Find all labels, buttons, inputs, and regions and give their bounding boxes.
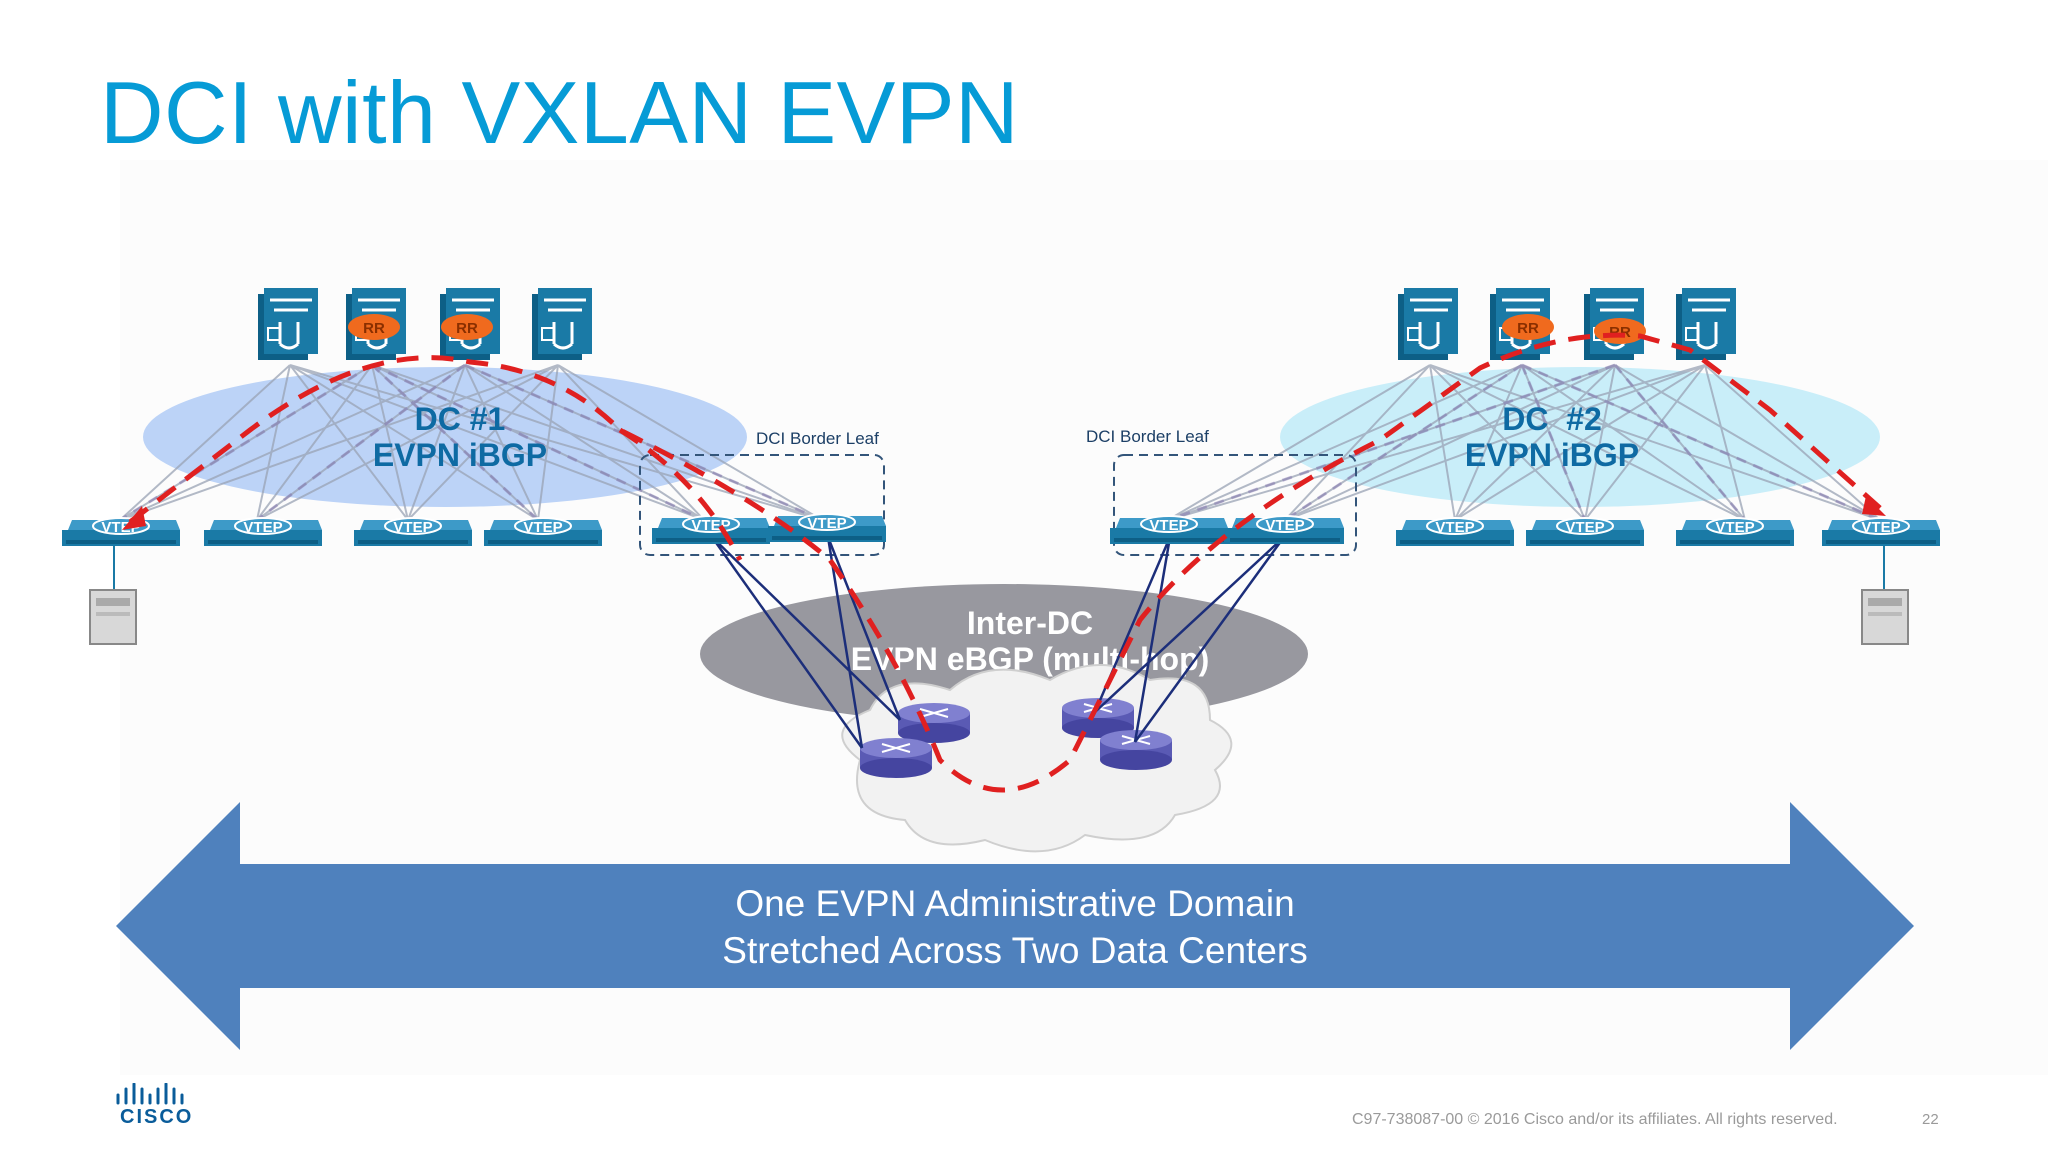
arrow-label-2: Stretched Across Two Data Centers [722, 930, 1307, 971]
svg-text:RR: RR [456, 320, 478, 337]
route-reflector-badge: RR [1594, 318, 1646, 344]
svg-text:VTEP: VTEP [393, 519, 432, 536]
inter-dc-label-1: Inter-DC [967, 605, 1093, 641]
svg-text:RR: RR [1517, 320, 1539, 337]
dc2-name: DC #2 [1502, 401, 1602, 437]
vtep-leaf: VTEP [1109, 515, 1229, 545]
slide-title: DCI with VXLAN EVPN [100, 63, 1020, 162]
svg-text:VTEP: VTEP [1861, 519, 1900, 536]
border-leaf-label-left: DCI Border Leaf [756, 429, 879, 448]
dc1-name: DC #1 [415, 401, 506, 437]
svg-text:VTEP: VTEP [1149, 517, 1188, 534]
route-reflector-badge: RR [441, 314, 493, 340]
path-arrowhead-icon [122, 506, 146, 530]
cisco-logo-icon [116, 1083, 184, 1105]
vtep-leaf: VTEP [651, 515, 771, 545]
svg-text:VTEP: VTEP [523, 519, 562, 536]
svg-text:RR: RR [363, 320, 385, 337]
admin-domain-arrow [116, 802, 1914, 1050]
server-icon [89, 589, 137, 645]
path-arrowhead-icon [1862, 496, 1886, 516]
page-number: 22 [1922, 1111, 1939, 1128]
svg-text:VTEP: VTEP [807, 515, 846, 532]
route-reflector-badge: RR [348, 314, 400, 340]
server-icon [1861, 589, 1909, 645]
border-leaf-box-left [639, 454, 885, 556]
router-icon [897, 702, 971, 744]
arrow-label-1: One EVPN Administrative Domain [735, 883, 1294, 924]
vtep-leaf: VTEP [1225, 515, 1345, 545]
vtep-leaf: VTEP [353, 517, 473, 547]
dc1-cloud [143, 367, 747, 507]
dc2-protocol: EVPN iBGP [1465, 437, 1639, 473]
svg-text:VTEP: VTEP [243, 519, 282, 536]
svg-text:VTEP: VTEP [1265, 517, 1304, 534]
vtep-leaf: VTEP [61, 517, 181, 547]
vtep-leaf: VTEP [203, 517, 323, 547]
vtep-leaf: VTEP [1821, 517, 1941, 547]
spine-switch-icon [1396, 286, 1460, 362]
border-leaf-box-right [1113, 454, 1357, 556]
spine-switch-icon [530, 286, 594, 362]
router-icon [859, 737, 933, 779]
route-reflector-badge: RR [1502, 314, 1554, 340]
dc1-protocol: EVPN iBGP [373, 437, 547, 473]
svg-text:VTEP: VTEP [1565, 519, 1604, 536]
svg-text:VTEP: VTEP [1715, 519, 1754, 536]
vtep-leaf: VTEP [1525, 517, 1645, 547]
inter-dc-label-2: EVPN eBGP (multi-hop) [851, 641, 1210, 677]
vtep-leaf: VTEP [1675, 517, 1795, 547]
svg-text:RR: RR [1609, 324, 1631, 341]
copyright: C97-738087-00 © 2016 Cisco and/or its af… [1352, 1111, 1838, 1128]
vtep-leaf: VTEP [483, 517, 603, 547]
spine-switch-icon [256, 286, 320, 362]
vtep-leaf: VTEP [767, 513, 887, 543]
svg-text:VTEP: VTEP [1435, 519, 1474, 536]
vtep-leaf: VTEP [1395, 517, 1515, 547]
border-leaf-label-right: DCI Border Leaf [1086, 427, 1209, 446]
cisco-logo-text: CISCO [120, 1106, 194, 1128]
